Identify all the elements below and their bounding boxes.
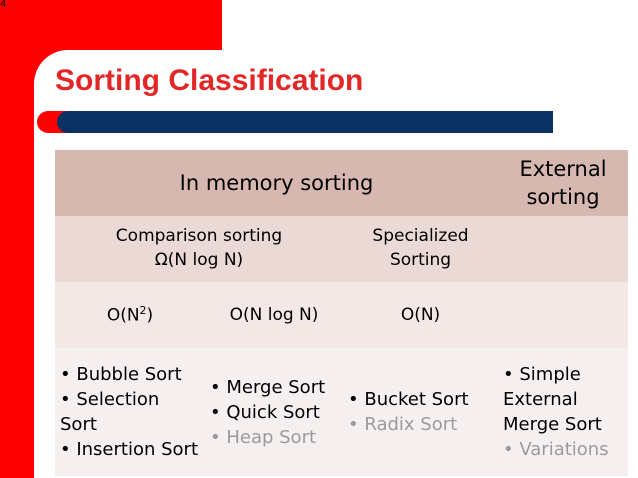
complexity-n2-exponent: 2 — [139, 304, 147, 318]
specialized-line1: Specialized — [372, 226, 469, 247]
list-item: • Selection Sort — [60, 389, 160, 435]
algo-col-external: • Simple External Merge Sort • Variation… — [498, 348, 629, 476]
title-underline-bar — [37, 111, 553, 133]
complexity-nlogn: O(N log N) — [205, 282, 343, 348]
list-item: • Insertion Sort — [60, 439, 199, 460]
list-item: • Variations — [503, 439, 609, 460]
specialized-cell: Specialized Sorting — [343, 216, 499, 282]
list-item: • Merge Sort — [210, 376, 326, 398]
algo-col-quadratic: • Bubble Sort • Selection Sort • Inserti… — [55, 348, 205, 476]
external-line2: sorting — [526, 185, 600, 209]
sorting-table: In memory sorting External sorting Compa… — [55, 150, 629, 476]
algo-col-nlogn: • Merge Sort • Quick Sort • Heap Sort — [205, 348, 343, 476]
bar-navy-segment — [57, 111, 553, 133]
complexity-n: O(N) — [343, 282, 499, 348]
external-line1: External — [519, 156, 607, 181]
external-header: External sorting — [498, 150, 629, 216]
subheader-row: Comparison sorting Ω(N log N) Specialize… — [55, 216, 629, 282]
comparison-cell: Comparison sorting Ω(N log N) — [55, 216, 343, 282]
list-item: • Radix Sort — [348, 414, 458, 435]
list-item: • Bubble Sort — [60, 364, 182, 385]
list-item: • Bucket Sort — [348, 389, 469, 410]
list-item: • Heap Sort — [210, 426, 317, 448]
specialized-line2: Sorting — [389, 250, 452, 270]
slide-number: 4 — [0, 0, 7, 10]
in-memory-header: In memory sorting — [55, 150, 499, 216]
complexity-row: O(N2) O(N log N) O(N) — [55, 282, 629, 348]
comparison-line2: Ω(N log N) — [154, 250, 244, 270]
complexity-n2: O(N2) — [55, 282, 205, 348]
algo-col-linear: • Bucket Sort • Radix Sort — [343, 348, 499, 476]
complexity-n2-end: ) — [146, 305, 154, 326]
header-row: In memory sorting External sorting — [55, 150, 629, 216]
slide-title: Sorting Classification — [55, 64, 364, 97]
algorithms-row: • Bubble Sort • Selection Sort • Inserti… — [55, 348, 629, 476]
list-item: • Quick Sort — [210, 401, 320, 423]
comparison-line1: Comparison sorting — [115, 226, 283, 247]
subheader-empty-cell — [498, 216, 629, 282]
list-item: • Simple External Merge Sort — [503, 364, 602, 435]
complexity-empty-cell — [498, 282, 629, 348]
complexity-n2-base: O(N — [106, 305, 140, 326]
